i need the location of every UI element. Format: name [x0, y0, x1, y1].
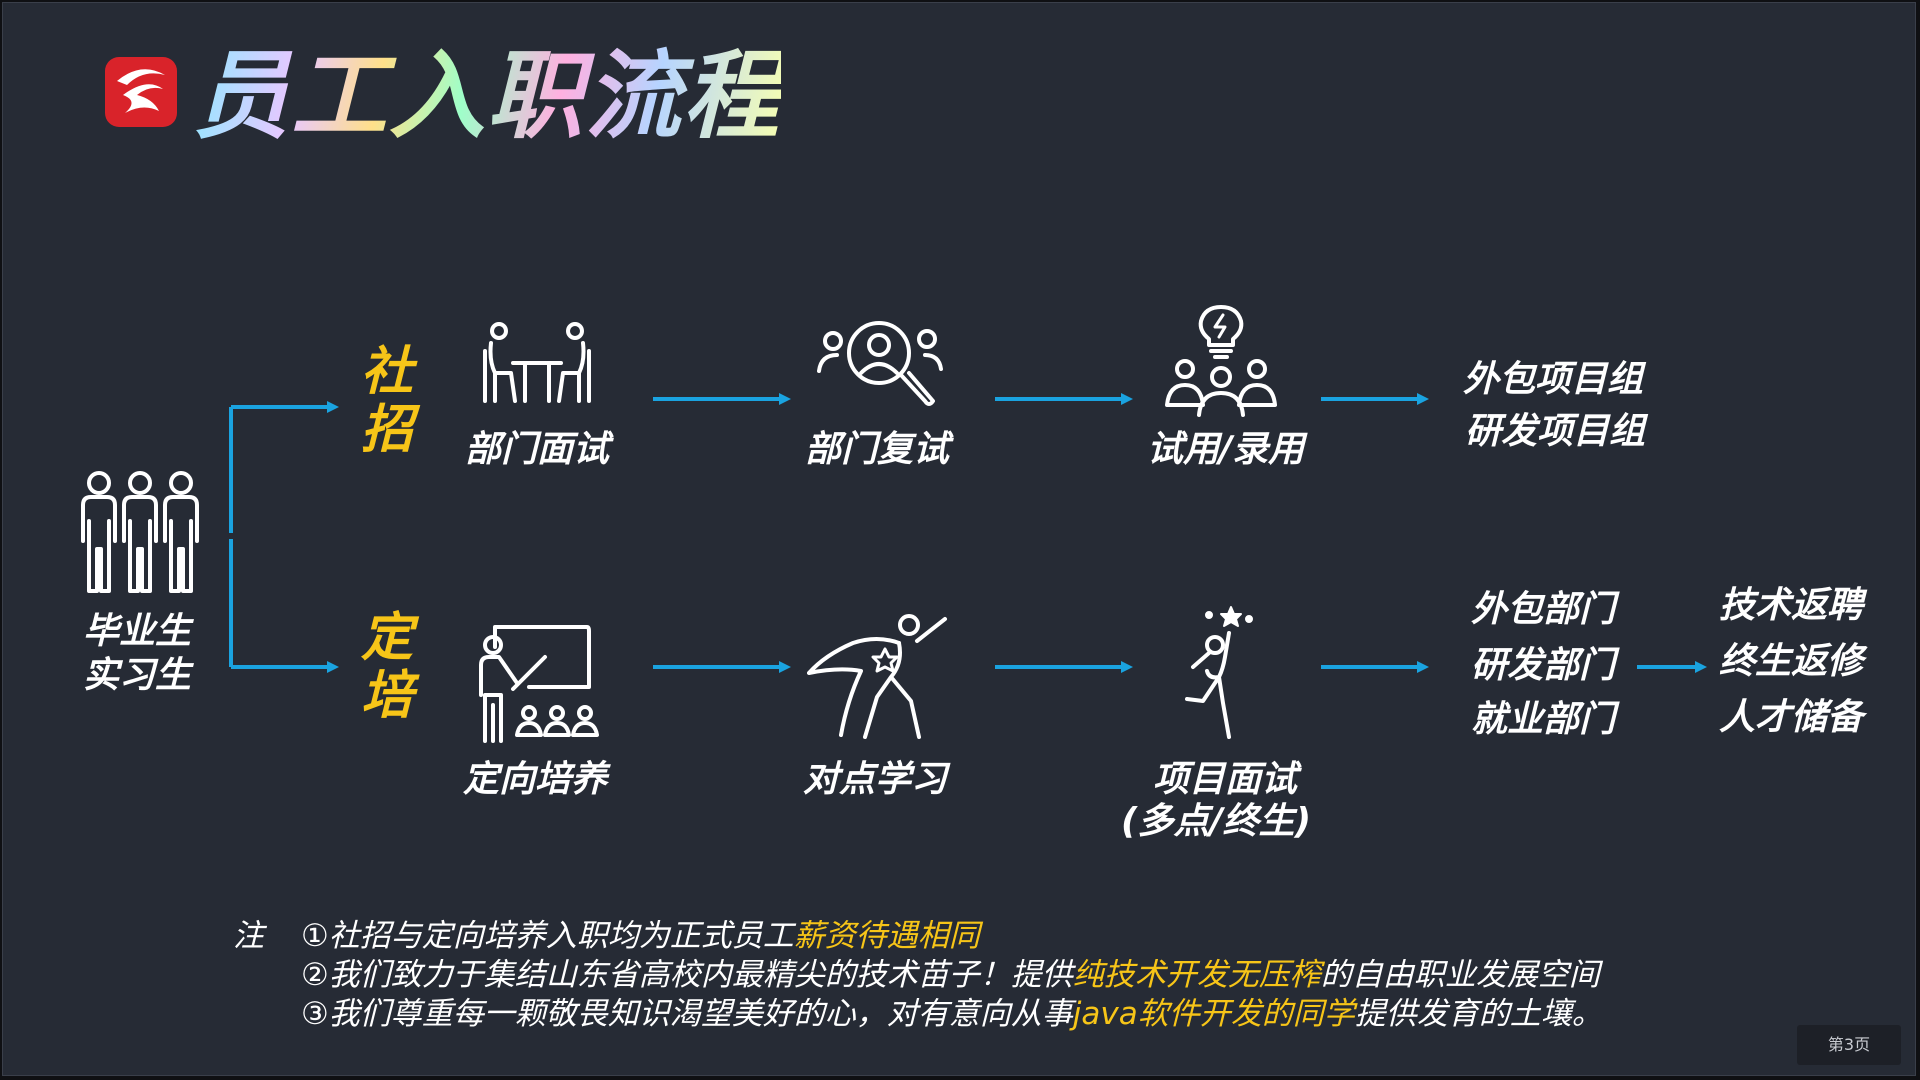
flow-arrow — [995, 393, 1133, 405]
note-label: 注 — [233, 918, 264, 954]
social-step-2: 部门复试 — [805, 429, 950, 470]
directed-destination-1: 外包部门 — [1471, 589, 1616, 630]
flow-arrow — [1321, 661, 1429, 673]
start-label-1: 毕业生 — [83, 611, 192, 652]
magnifier-person-icon — [817, 321, 943, 406]
directed-outcome-1: 技术返聘 — [1719, 585, 1864, 626]
flow-arrow — [995, 661, 1133, 673]
category-directed: 定培 — [360, 608, 413, 726]
directed-outcome-3: 人才储备 — [1719, 697, 1864, 738]
brand-logo — [105, 57, 177, 127]
social-destination-1: 外包项目组 — [1463, 359, 1644, 400]
directed-step-1: 定向培养 — [463, 759, 608, 800]
note-2-text-end: 的自由职业发展空间 — [1320, 957, 1600, 993]
reach-star-icon — [1185, 606, 1253, 739]
note-2-highlight: 纯技术开发无压榨 — [1072, 957, 1321, 993]
flow-arrow — [1321, 393, 1429, 405]
directed-destination-2: 研发部门 — [1471, 645, 1616, 686]
note-2-text: ②我们致力于集结山东省高校内最精尖的技术苗子！提供 — [301, 957, 1073, 993]
start-label-2: 实习生 — [83, 655, 192, 696]
teacher-board-icon — [479, 625, 599, 743]
flow-arrow — [653, 393, 791, 405]
directed-step-3: 项目面试 — [1153, 759, 1298, 800]
directed-step-2: 对点学习 — [803, 759, 948, 800]
team-lightbulb-icon — [1165, 305, 1277, 417]
social-step-1: 部门面试 — [465, 429, 610, 470]
note-3-highlight: java软件开发的同学 — [1072, 996, 1355, 1032]
people-group-icon — [81, 471, 199, 593]
page-number-badge[interactable]: 第3页 — [1797, 1025, 1901, 1065]
directed-step-3-sub: (多点/终生) — [1121, 801, 1312, 842]
note-3-text-end: 提供发育的土壤。 — [1354, 996, 1603, 1032]
note-3-text: ③我们尊重每一颗敬畏知识渴望美好的心，对有意向从事 — [301, 996, 1073, 1032]
social-destination-2: 研发项目组 — [1465, 411, 1646, 452]
category-social: 社招 — [360, 342, 413, 460]
note-1-highlight: 薪资待遇相同 — [793, 918, 980, 954]
interview-icon — [483, 322, 591, 403]
superhero-icon — [807, 614, 947, 739]
directed-destination-3: 就业部门 — [1471, 699, 1616, 740]
directed-outcome-2: 终生返修 — [1719, 641, 1864, 682]
branch-connector — [229, 401, 339, 673]
flow-arrow — [1637, 661, 1707, 673]
social-step-3: 试用/录用 — [1147, 429, 1305, 470]
note-1-text: ①社招与定向培养入职均为正式员工 — [301, 918, 794, 954]
flow-arrow — [653, 661, 791, 673]
page-title: 员工入职流程 — [193, 40, 781, 152]
